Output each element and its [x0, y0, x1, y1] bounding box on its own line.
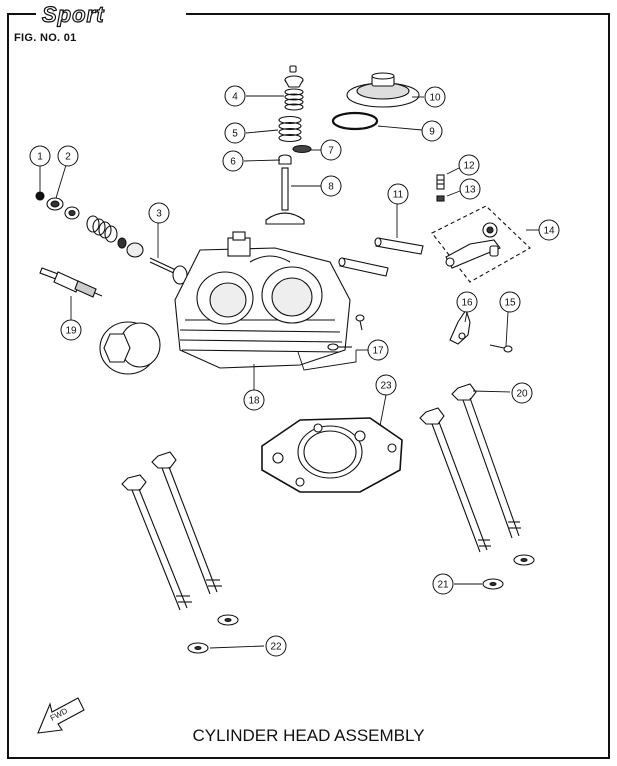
valve-cotter — [289, 65, 297, 73]
callout-number: 11 — [393, 190, 404, 201]
valve — [265, 167, 305, 225]
callout-9: 9 — [421, 120, 443, 142]
seal-washer — [126, 242, 144, 258]
callout-8: 8 — [320, 175, 342, 197]
decomp-bolt — [489, 344, 513, 353]
callout-number: 14 — [543, 226, 555, 237]
callout-number: 21 — [437, 580, 449, 591]
callout-11: 11 — [387, 183, 409, 205]
callout-number: 15 — [504, 298, 516, 309]
callout-10: 10 — [424, 86, 446, 108]
callout-number: 2 — [65, 152, 71, 163]
callout-number: 1 — [37, 152, 43, 163]
callout-number: 7 — [328, 146, 334, 157]
callout-number: 6 — [230, 157, 236, 168]
adjuster-hole-cap — [99, 321, 161, 375]
callout-19: 19 — [60, 319, 82, 341]
head-bolt-small — [327, 314, 365, 351]
figure-number: FIG. NO. 01 — [14, 32, 77, 44]
callout-1: 1 — [29, 145, 51, 167]
rocker-shaft — [338, 237, 424, 277]
callout-17: 17 — [367, 339, 389, 361]
callout-18: 18 — [243, 389, 265, 411]
callout-number: 20 — [516, 389, 528, 400]
outer-valve-spring — [284, 88, 304, 111]
callout-number: 4 — [232, 92, 238, 103]
forward-arrow-icon: FWD — [37, 697, 85, 734]
callout-6: 6 — [222, 150, 244, 172]
diagram-title: CYLINDER HEAD ASSEMBLY — [192, 726, 425, 745]
page-border — [7, 13, 610, 759]
callout-23: 23 — [375, 374, 397, 396]
callout-13: 13 — [459, 178, 481, 200]
valve-seat-washer — [278, 154, 292, 165]
callout-21: 21 — [432, 573, 454, 595]
callout-number: 12 — [463, 161, 475, 172]
callout-20: 20 — [511, 382, 533, 404]
callout-number: 19 — [65, 326, 77, 337]
lock-nut — [436, 195, 445, 202]
callout-number: 3 — [156, 209, 162, 220]
svg-text:Sport: Sport — [42, 2, 105, 27]
tappet-screw — [436, 174, 445, 190]
callout-number: 8 — [328, 182, 334, 193]
washer — [187, 554, 535, 654]
inner-valve-spring — [278, 115, 302, 143]
callout-4: 4 — [224, 85, 246, 107]
sport-logo: Sport — [41, 1, 105, 27]
o-ring — [331, 111, 379, 131]
stud-bolt-right-1 — [419, 407, 491, 553]
exhaust-valve — [149, 257, 188, 285]
stud-bolt-left-2 — [151, 451, 222, 595]
callout-3: 3 — [148, 202, 170, 224]
callout-number: 5 — [232, 129, 238, 140]
head-gasket — [261, 417, 403, 493]
spring-retainer — [284, 75, 304, 88]
decomp-lever — [449, 308, 471, 345]
cylinder-head — [174, 231, 351, 369]
spark-plug — [39, 267, 103, 298]
spring-set — [86, 215, 118, 243]
callout-14: 14 — [538, 219, 560, 241]
spring-seat — [117, 237, 127, 249]
callout-2: 2 — [57, 145, 79, 167]
callout-5: 5 — [224, 122, 246, 144]
stud-bolt-left-1 — [121, 474, 192, 611]
callout-16: 16 — [456, 291, 478, 313]
callout-number: 10 — [429, 93, 441, 104]
leader-lines — [39, 95, 540, 649]
parts-drawing: FWD — [35, 65, 535, 734]
callout-number: 9 — [429, 127, 435, 138]
collar — [64, 206, 80, 220]
callout-number: 17 — [372, 346, 384, 357]
callout-15: 15 — [499, 291, 521, 313]
callout-number: 16 — [461, 298, 473, 309]
callout-number: 22 — [270, 642, 282, 653]
callout-number: 13 — [464, 185, 476, 196]
tappet-cover — [346, 72, 420, 108]
callout-number: 18 — [248, 396, 260, 407]
callout-number: 23 — [380, 381, 392, 392]
rocker-arm-group — [431, 205, 531, 283]
callout-22: 22 — [265, 635, 287, 657]
washer-small — [35, 191, 45, 201]
callout-12: 12 — [458, 154, 480, 176]
oil-seal — [46, 197, 64, 211]
valve-stem-seal — [292, 144, 312, 154]
callout-7: 7 — [320, 139, 342, 161]
stud-bolt-right-2 — [451, 383, 521, 539]
